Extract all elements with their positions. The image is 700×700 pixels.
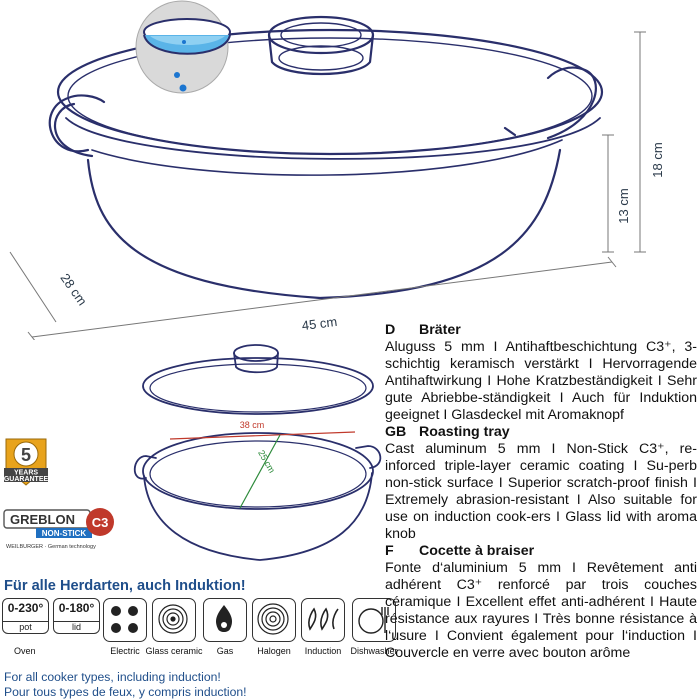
product-info: D Bräter Aluguss 5 mm I Antihaftbeschicht… [385, 322, 697, 662]
roaster-open-drawing: 38 cm 25 cm [133, 344, 382, 561]
greblon-badge: GREBLON NON-STICK WEILBURGER · German te… [3, 508, 114, 550]
info-body: Cast aluminum 5 mm I Non-Stick C3⁺, re-i… [385, 441, 697, 542]
cooker-line-en: For all cooker types, including inductio… [4, 670, 221, 684]
info-title: Cocette à braiser [419, 543, 535, 559]
info-code: D [385, 322, 396, 338]
cooker-lines: For all cooker types, including inductio… [4, 670, 247, 699]
guarantee-line2: GUARANTEE [4, 476, 49, 483]
greblon-sub: NON-STICK [42, 529, 87, 538]
greblon-maker: WEILBURGER · German technology [6, 544, 96, 550]
glass-ceramic-label: Glass ceramic [145, 646, 203, 656]
electric-label: Electric [110, 646, 140, 656]
induction-icon [301, 598, 345, 642]
info-block-de: D Bräter Aluguss 5 mm I Antihaftbeschicht… [385, 322, 697, 424]
oven-label: Oven [14, 646, 36, 656]
cooker-types-title: Für alle Herdarten, auch Induktion! [4, 578, 246, 594]
dim-depth: 28 cm [57, 271, 90, 309]
dim-inner-length: 38 cm [240, 420, 265, 430]
dim-width: 45 cm [301, 314, 338, 333]
lid-temp-sub: lid [54, 621, 99, 632]
dishwasher-icon [352, 598, 396, 642]
guarantee-line1: YEARS [14, 470, 38, 477]
greblon-brand: GREBLON [10, 512, 75, 527]
halogen-label: Halogen [257, 646, 291, 656]
glass-ceramic-icon [152, 598, 196, 642]
info-code: F [385, 543, 394, 559]
lid-temp-box: 0-180° lid [53, 598, 100, 634]
aroma-knob-inset [135, 0, 231, 94]
guarantee-badge: 5 YEARS GUARANTEE [4, 438, 49, 486]
cooker-line-fr: Pour tous types de feux, y compris induc… [4, 684, 247, 699]
info-body: Fonte d‘aluminium 5 mm I Revêtement anti… [385, 560, 697, 661]
dim-height-body: 13 cm [616, 188, 631, 223]
oven-temp-box: 0-230° pot [2, 598, 49, 634]
oven-temp-value: 0-230° [7, 601, 44, 615]
lid-temp-value: 0-180° [58, 601, 95, 615]
info-block-gb: GB Roasting tray Cast aluminum 5 mm I Non… [385, 424, 697, 543]
roaster-technical-drawing: 18 cm 13 cm 28 cm 45 cm [9, 0, 665, 340]
gas-icon [203, 598, 247, 642]
greblon-grade: C3 [92, 515, 109, 530]
cooker-icon-row: 0-230° pot Oven 0-180° lid Electric Glas… [0, 598, 405, 678]
oven-temp-sub: pot [3, 621, 48, 632]
induction-label: Induction [304, 646, 342, 656]
dishwasher-label: Dishwasher [350, 646, 398, 656]
dim-inner-width: 25 cm [256, 448, 277, 474]
info-title: Roasting tray [419, 424, 510, 440]
dim-height-total: 18 cm [650, 142, 665, 177]
info-title: Bräter [419, 322, 461, 338]
info-block-fr: F Cocette à braiser Fonte d‘aluminium 5 m… [385, 543, 697, 662]
guarantee-number: 5 [21, 445, 31, 465]
info-code: GB [385, 424, 407, 440]
info-body: Aluguss 5 mm I Antihaftbeschichtung C3⁺,… [385, 339, 697, 423]
halogen-icon [252, 598, 296, 642]
gas-label: Gas [216, 646, 234, 656]
electric-icon [103, 598, 147, 642]
